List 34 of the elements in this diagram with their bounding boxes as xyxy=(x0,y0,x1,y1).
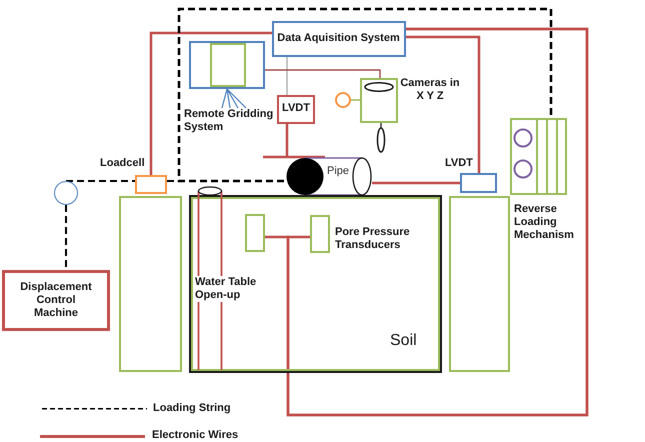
transducer-box xyxy=(245,214,265,252)
connector-line xyxy=(372,182,460,184)
soil-label: Soil xyxy=(390,332,417,350)
connector-line xyxy=(286,124,288,157)
control-machine-box xyxy=(2,270,110,331)
dashed-connector xyxy=(178,8,552,182)
connector-line xyxy=(351,99,360,101)
pulley-circle xyxy=(54,181,78,205)
leader-line xyxy=(221,88,247,109)
pipe-label: Pipe xyxy=(327,165,350,178)
component-label: Remote Gridding System xyxy=(184,108,276,134)
component-label: LVDT xyxy=(445,157,473,170)
component-label: Reverse Loading Mechanism xyxy=(514,203,575,242)
component-label: Cameras in X Y Z xyxy=(399,77,461,103)
lvdt-box xyxy=(277,95,315,124)
support-block xyxy=(119,196,182,372)
box-label: LVDT xyxy=(282,102,310,115)
component-label: Water Table Open-up xyxy=(195,276,259,302)
connector-line xyxy=(406,36,480,173)
connector-line xyxy=(286,57,288,95)
box-label: Data Aquisition System xyxy=(277,32,400,44)
connector-line xyxy=(265,69,381,78)
legend-label: Electronic Wires xyxy=(152,429,238,442)
component-label: Pore Pressure Transducers xyxy=(335,226,411,252)
box-label: Displacement Control Machine xyxy=(19,281,93,320)
dashed-connector xyxy=(66,180,135,182)
component-label: Loadcell xyxy=(100,157,145,170)
legend-label: Loading String xyxy=(153,402,231,415)
sensor-circle xyxy=(335,92,351,108)
system-box xyxy=(272,21,406,57)
support-block xyxy=(449,196,510,372)
dashed-connector xyxy=(65,205,67,270)
connector-line xyxy=(150,32,272,175)
gridding-panel xyxy=(189,41,265,89)
